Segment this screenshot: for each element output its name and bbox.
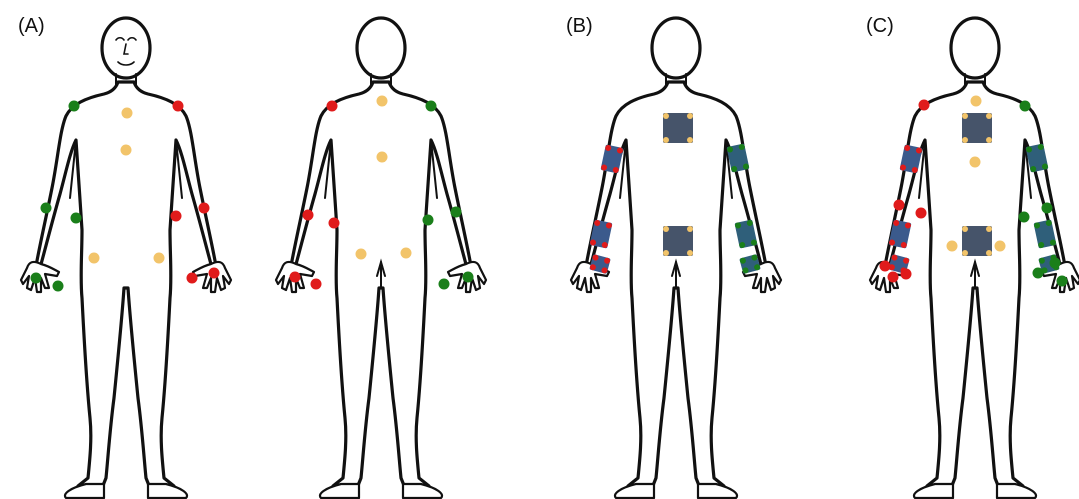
torso-pad <box>962 113 992 143</box>
green-marker <box>53 281 64 292</box>
head <box>357 18 405 78</box>
green-marker <box>41 203 52 214</box>
torso-pad <box>962 226 992 256</box>
red-marker <box>173 101 184 112</box>
red-marker <box>187 273 198 284</box>
red-marker <box>329 218 340 229</box>
green-marker <box>451 207 462 218</box>
right-foot <box>148 484 187 498</box>
green-marker <box>463 272 474 283</box>
yellow-marker <box>995 241 1006 252</box>
arm-green-pad <box>1025 143 1048 172</box>
yellow-marker <box>377 96 388 107</box>
arm-green-pad <box>726 143 749 172</box>
yellow-marker <box>154 253 165 264</box>
green-marker <box>71 213 82 224</box>
green-marker <box>1033 268 1044 279</box>
green-marker <box>423 215 434 226</box>
red-marker <box>290 272 301 283</box>
green-marker <box>1057 276 1068 287</box>
right-foot <box>403 484 442 498</box>
red-marker <box>916 208 927 219</box>
left-foot <box>320 484 359 498</box>
torso-pad <box>663 226 693 256</box>
yellow-marker <box>401 248 412 259</box>
red-marker <box>919 100 930 111</box>
pad-electrode <box>687 250 693 256</box>
red-marker <box>888 272 899 283</box>
green-marker <box>1042 203 1053 214</box>
pad-electrode <box>962 226 968 232</box>
red-marker <box>327 101 338 112</box>
yellow-marker <box>356 249 367 260</box>
green-marker <box>426 101 437 112</box>
red-marker <box>894 200 905 211</box>
head <box>652 18 700 78</box>
left-foot <box>65 484 104 498</box>
torso-pad <box>663 113 693 143</box>
yellow-marker <box>377 152 388 163</box>
red-marker <box>171 211 182 222</box>
red-marker <box>901 269 912 280</box>
right-foot <box>698 484 737 498</box>
pad-electrode <box>986 137 992 143</box>
green-marker <box>439 279 450 290</box>
red-marker <box>303 210 314 221</box>
panel-label-a: (A) <box>18 15 45 37</box>
head <box>951 18 999 78</box>
pad-electrode <box>663 250 669 256</box>
yellow-marker <box>971 96 982 107</box>
pad-electrode <box>962 250 968 256</box>
yellow-marker <box>122 108 133 119</box>
pad-electrode <box>962 137 968 143</box>
pad-electrode <box>986 250 992 256</box>
pad-electrode <box>687 113 693 119</box>
pad-electrode <box>986 113 992 119</box>
body-figure-a-front <box>21 18 231 498</box>
green-marker <box>1019 212 1030 223</box>
yellow-marker <box>89 253 100 264</box>
body-figure-c-back <box>870 18 1079 498</box>
pad-electrode <box>663 226 669 232</box>
pad-electrode <box>687 137 693 143</box>
red-marker <box>311 279 322 290</box>
green-marker <box>1020 101 1031 112</box>
green-marker <box>69 101 80 112</box>
body-figure-a-back <box>276 18 486 498</box>
pad-electrode <box>687 226 693 232</box>
red-marker <box>209 268 220 279</box>
panel-label-b: (B) <box>566 15 593 37</box>
red-marker <box>880 261 891 272</box>
left-foot <box>615 484 654 498</box>
figures-layer <box>21 18 1079 498</box>
left-foot <box>914 484 953 498</box>
arm-red-pad <box>899 144 922 173</box>
green-marker <box>31 273 42 284</box>
yellow-marker <box>121 145 132 156</box>
pad-electrode <box>663 113 669 119</box>
yellow-marker <box>970 157 981 168</box>
pad-electrode <box>962 113 968 119</box>
pad-electrode <box>986 226 992 232</box>
panel-label-c: (C) <box>866 15 894 37</box>
yellow-marker <box>947 241 958 252</box>
arm-red-pad <box>600 144 623 173</box>
body-figure-b-back <box>571 18 781 498</box>
red-marker <box>199 203 210 214</box>
green-marker <box>1050 258 1061 269</box>
pad-electrode <box>663 137 669 143</box>
right-foot <box>997 484 1036 498</box>
